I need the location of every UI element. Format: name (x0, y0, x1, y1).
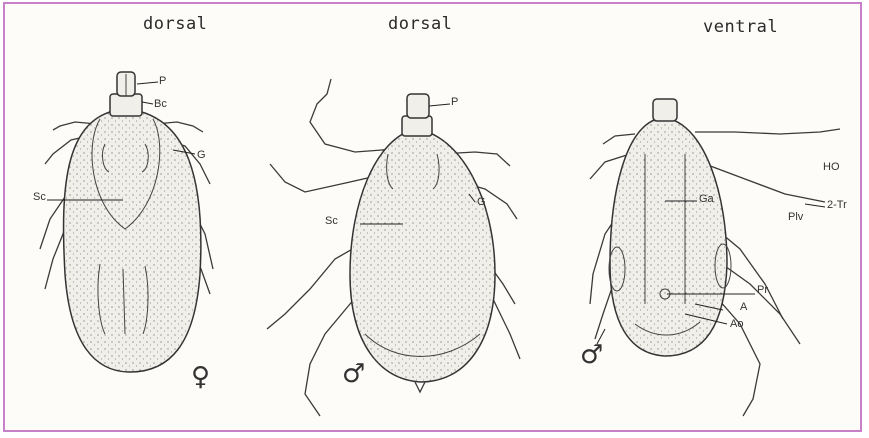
label-p-female: P (159, 76, 166, 87)
male-ventral-tick (590, 99, 840, 416)
label-ao: Ao (730, 319, 743, 330)
label-bc: Bc (154, 99, 167, 110)
label-g-female: G (197, 150, 206, 161)
label-2tr: 2-Tr (827, 200, 847, 211)
label-g-male: G (477, 197, 486, 208)
label-p-male: P (451, 97, 458, 108)
label-sc-female: Sc (33, 192, 46, 203)
label-ho: HO (823, 162, 840, 173)
label-sc-male: Sc (325, 216, 338, 227)
label-ga: Ga (699, 194, 714, 205)
male-symbol-dorsal: ♂ (342, 359, 365, 389)
label-a: A (740, 302, 747, 313)
female-dorsal-tick (40, 72, 213, 372)
male-symbol-ventral: ♂ (580, 340, 603, 370)
female-symbol: ♀ (191, 362, 210, 392)
tick-morphology-figure: dorsal dorsal ventral (3, 2, 862, 432)
tick-drawings (5, 4, 860, 430)
male-dorsal-tick (267, 79, 520, 416)
label-pr: Pr (757, 285, 768, 296)
label-plv: Plv (788, 212, 803, 223)
